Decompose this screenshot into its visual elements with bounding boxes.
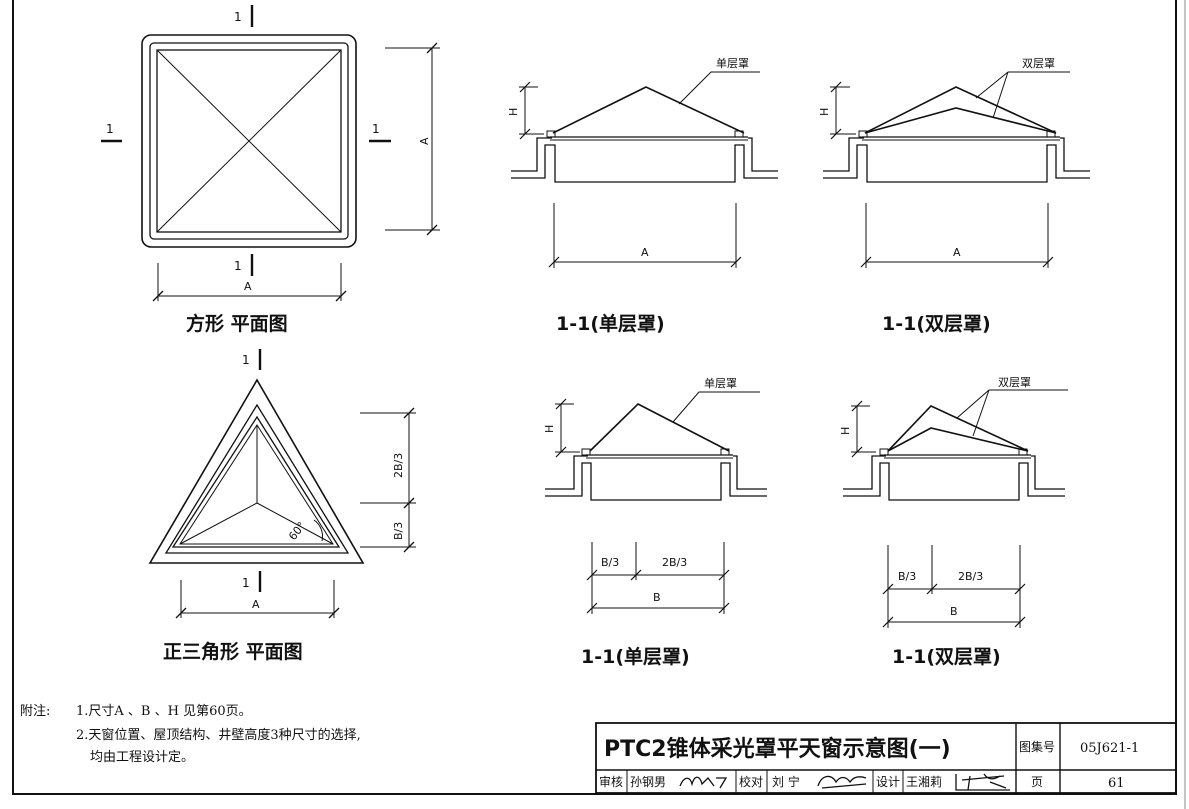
dim-h-4: H [839, 427, 852, 435]
section-double-triangle [843, 389, 1068, 628]
callout-single-2: 单层罩 [704, 377, 737, 390]
section-mark-tri-top: 1 [242, 353, 250, 367]
caption-section-double-1: 1-1(双层罩) [882, 313, 991, 335]
dim-angle: 60° [286, 519, 308, 542]
caption-section-single-2: 1-1(单层罩) [581, 645, 690, 668]
note-line-1: 1.尺寸A 、B 、H 见第60页。 [76, 704, 252, 719]
dim-a-tri: A [252, 598, 260, 611]
dim-b-1: B [653, 591, 661, 604]
design-signature [955, 773, 1010, 791]
notes-prefix: 附注: [20, 704, 50, 719]
square-plan [101, 5, 440, 302]
dim-a-2: A [641, 246, 649, 259]
caption-triangle-plan: 正三角形 平面图 [163, 640, 303, 663]
check-label: 校对 [739, 774, 763, 789]
caption-square-plan: 方形 平面图 [186, 312, 288, 335]
check-name: 刘 宁 [772, 774, 800, 789]
callout-double-2: 双层罩 [998, 376, 1031, 389]
dim-b3-tri: B/3 [392, 522, 405, 540]
sheet-frame [12, 0, 1177, 795]
design-label: 设计 [876, 775, 900, 789]
dim-a-3: A [953, 246, 961, 259]
dim-a-right: A [418, 137, 431, 145]
dim-2b3-2: 2B/3 [958, 570, 983, 583]
dim-h-2: H [818, 108, 831, 116]
triangle-plan [148, 349, 416, 619]
section-single-triangle [545, 391, 767, 614]
section-single-square [511, 71, 778, 268]
section-double-square [823, 71, 1090, 268]
caption-section-double-2: 1-1(双层罩) [892, 646, 1001, 668]
title-block [595, 722, 1177, 794]
atlas-label: 图集号 [1019, 739, 1055, 754]
check-signature [817, 775, 867, 789]
design-name: 王湘莉 [906, 774, 942, 789]
dim-b-2: B [950, 605, 958, 618]
section-mark-left: 1 [106, 122, 114, 136]
dim-b3-2: B/3 [898, 570, 916, 583]
section-mark-right: 1 [372, 122, 380, 136]
drawing-title: PTC2锥体采光罩平天窗示意图(一) [604, 736, 951, 762]
caption-section-single-1: 1-1(单层罩) [556, 312, 665, 335]
section-mark-bottom: 1 [234, 259, 242, 273]
dim-2b3-1: 2B/3 [662, 556, 687, 569]
note-line-2: 2.天窗位置、屋顶结构、井壁高度3种尺寸的选择, [76, 727, 361, 743]
dim-a-bottom: A [244, 280, 252, 293]
dim-h-3: H [543, 425, 556, 433]
note-line-3: 均由工程设计定。 [90, 750, 194, 765]
section-mark-top: 1 [234, 10, 242, 24]
page-number: 61 [1108, 776, 1125, 791]
section-mark-tri-bottom: 1 [242, 576, 250, 590]
review-name: 孙钢男 [630, 775, 666, 789]
dim-b3-1: B/3 [601, 556, 619, 569]
dim-h-1: H [507, 108, 520, 116]
review-signature [679, 776, 728, 789]
callout-double-1: 双层罩 [1022, 57, 1055, 70]
atlas-number: 05J621-1 [1080, 741, 1139, 756]
page-label: 页 [1031, 775, 1043, 789]
dim-2b3-tri: 2B/3 [392, 453, 405, 478]
review-label: 审核 [599, 774, 623, 789]
callout-single-1: 单层罩 [716, 57, 749, 70]
